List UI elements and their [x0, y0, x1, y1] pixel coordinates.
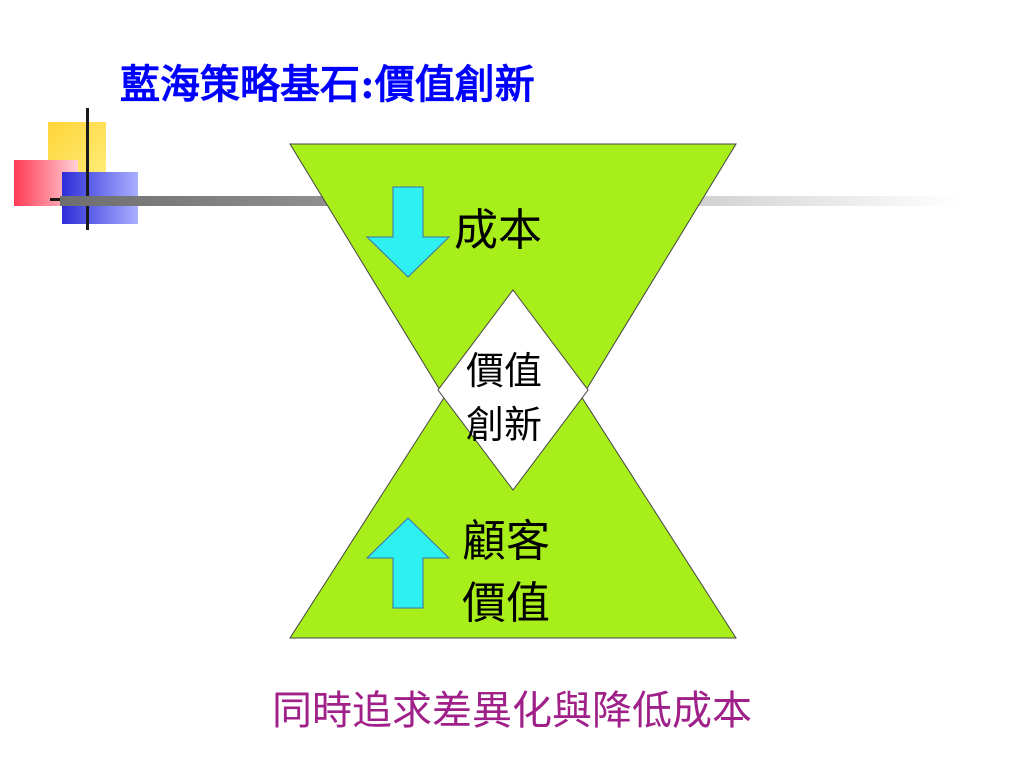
cost-label: 成本	[454, 205, 542, 256]
center-diamond	[437, 289, 589, 491]
value-innovation-label-line1: 價值	[466, 349, 542, 393]
customer-value-label-line1: 顧客	[462, 516, 550, 567]
slide-title: 藍海策略基石:價值創新	[120, 61, 535, 108]
logo-vertical-line	[86, 108, 89, 230]
value-innovation-label-line2: 創新	[466, 403, 542, 447]
down-arrow-icon	[365, 186, 451, 278]
up-arrow-icon	[365, 517, 451, 609]
slide-caption: 同時追求差異化與降低成本	[272, 688, 752, 734]
customer-value-label-line2: 價值	[462, 578, 550, 629]
